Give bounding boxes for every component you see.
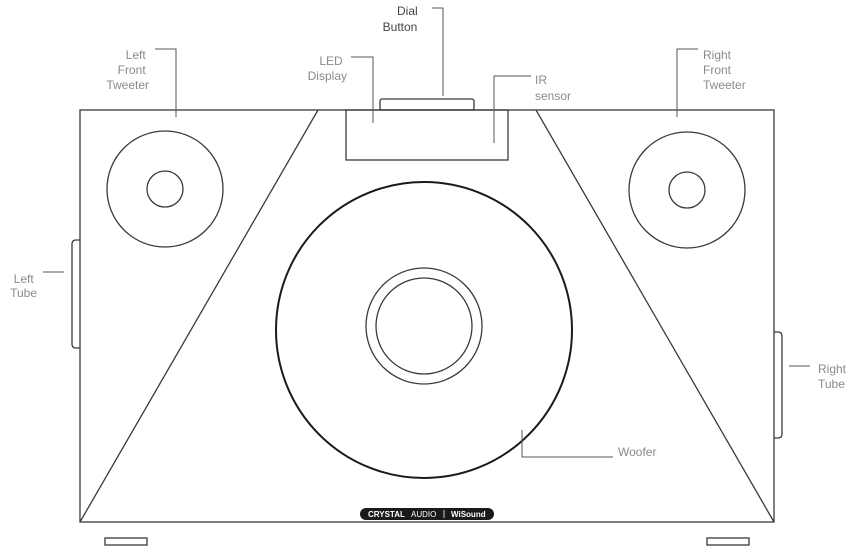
baffle-left-edge [79, 109, 319, 523]
leader-ir-sensor [493, 75, 531, 143]
right-foot [706, 537, 750, 546]
left-tweeter-outer [106, 130, 224, 248]
left-tweeter-inner [146, 170, 184, 208]
logo-brand-bold: CRYSTAL [368, 510, 405, 519]
logo-product: WiSound [451, 510, 486, 519]
speaker-body [79, 109, 775, 523]
woofer-ring [365, 267, 483, 385]
label-right-front-tweeter: Right Front Tweeter [703, 48, 746, 92]
label-led-display: LED Display [308, 54, 347, 83]
right-tweeter-outer [628, 131, 746, 249]
leader-woofer [521, 430, 613, 458]
label-woofer: Woofer [618, 445, 656, 459]
woofer-dustcap [375, 277, 473, 375]
label-ir-sensor: IR sensor [535, 73, 571, 103]
led-display-panel [345, 109, 509, 161]
label-left-front-tweeter: Left Front Tweeter [106, 48, 149, 92]
right-tube [774, 331, 783, 439]
left-tube [71, 239, 80, 349]
baffle-right-edge [535, 109, 775, 523]
leader-led-display [351, 56, 374, 123]
label-left-tube: Left Tube [10, 272, 37, 300]
left-foot [104, 537, 148, 546]
label-dial-button: Dial Button [383, 4, 421, 34]
label-right-tube: Right Tube [818, 362, 849, 391]
brand-logo: CRYSTAL AUDIO WiSound [360, 508, 494, 520]
dial-button [379, 98, 475, 111]
leader-dial-button [432, 7, 444, 96]
leader-left-tweeter [155, 48, 177, 117]
right-tweeter-inner [668, 171, 706, 209]
woofer-outer [275, 181, 573, 479]
leader-right-tweeter [676, 48, 698, 117]
logo-brand-light: AUDIO [411, 510, 436, 519]
